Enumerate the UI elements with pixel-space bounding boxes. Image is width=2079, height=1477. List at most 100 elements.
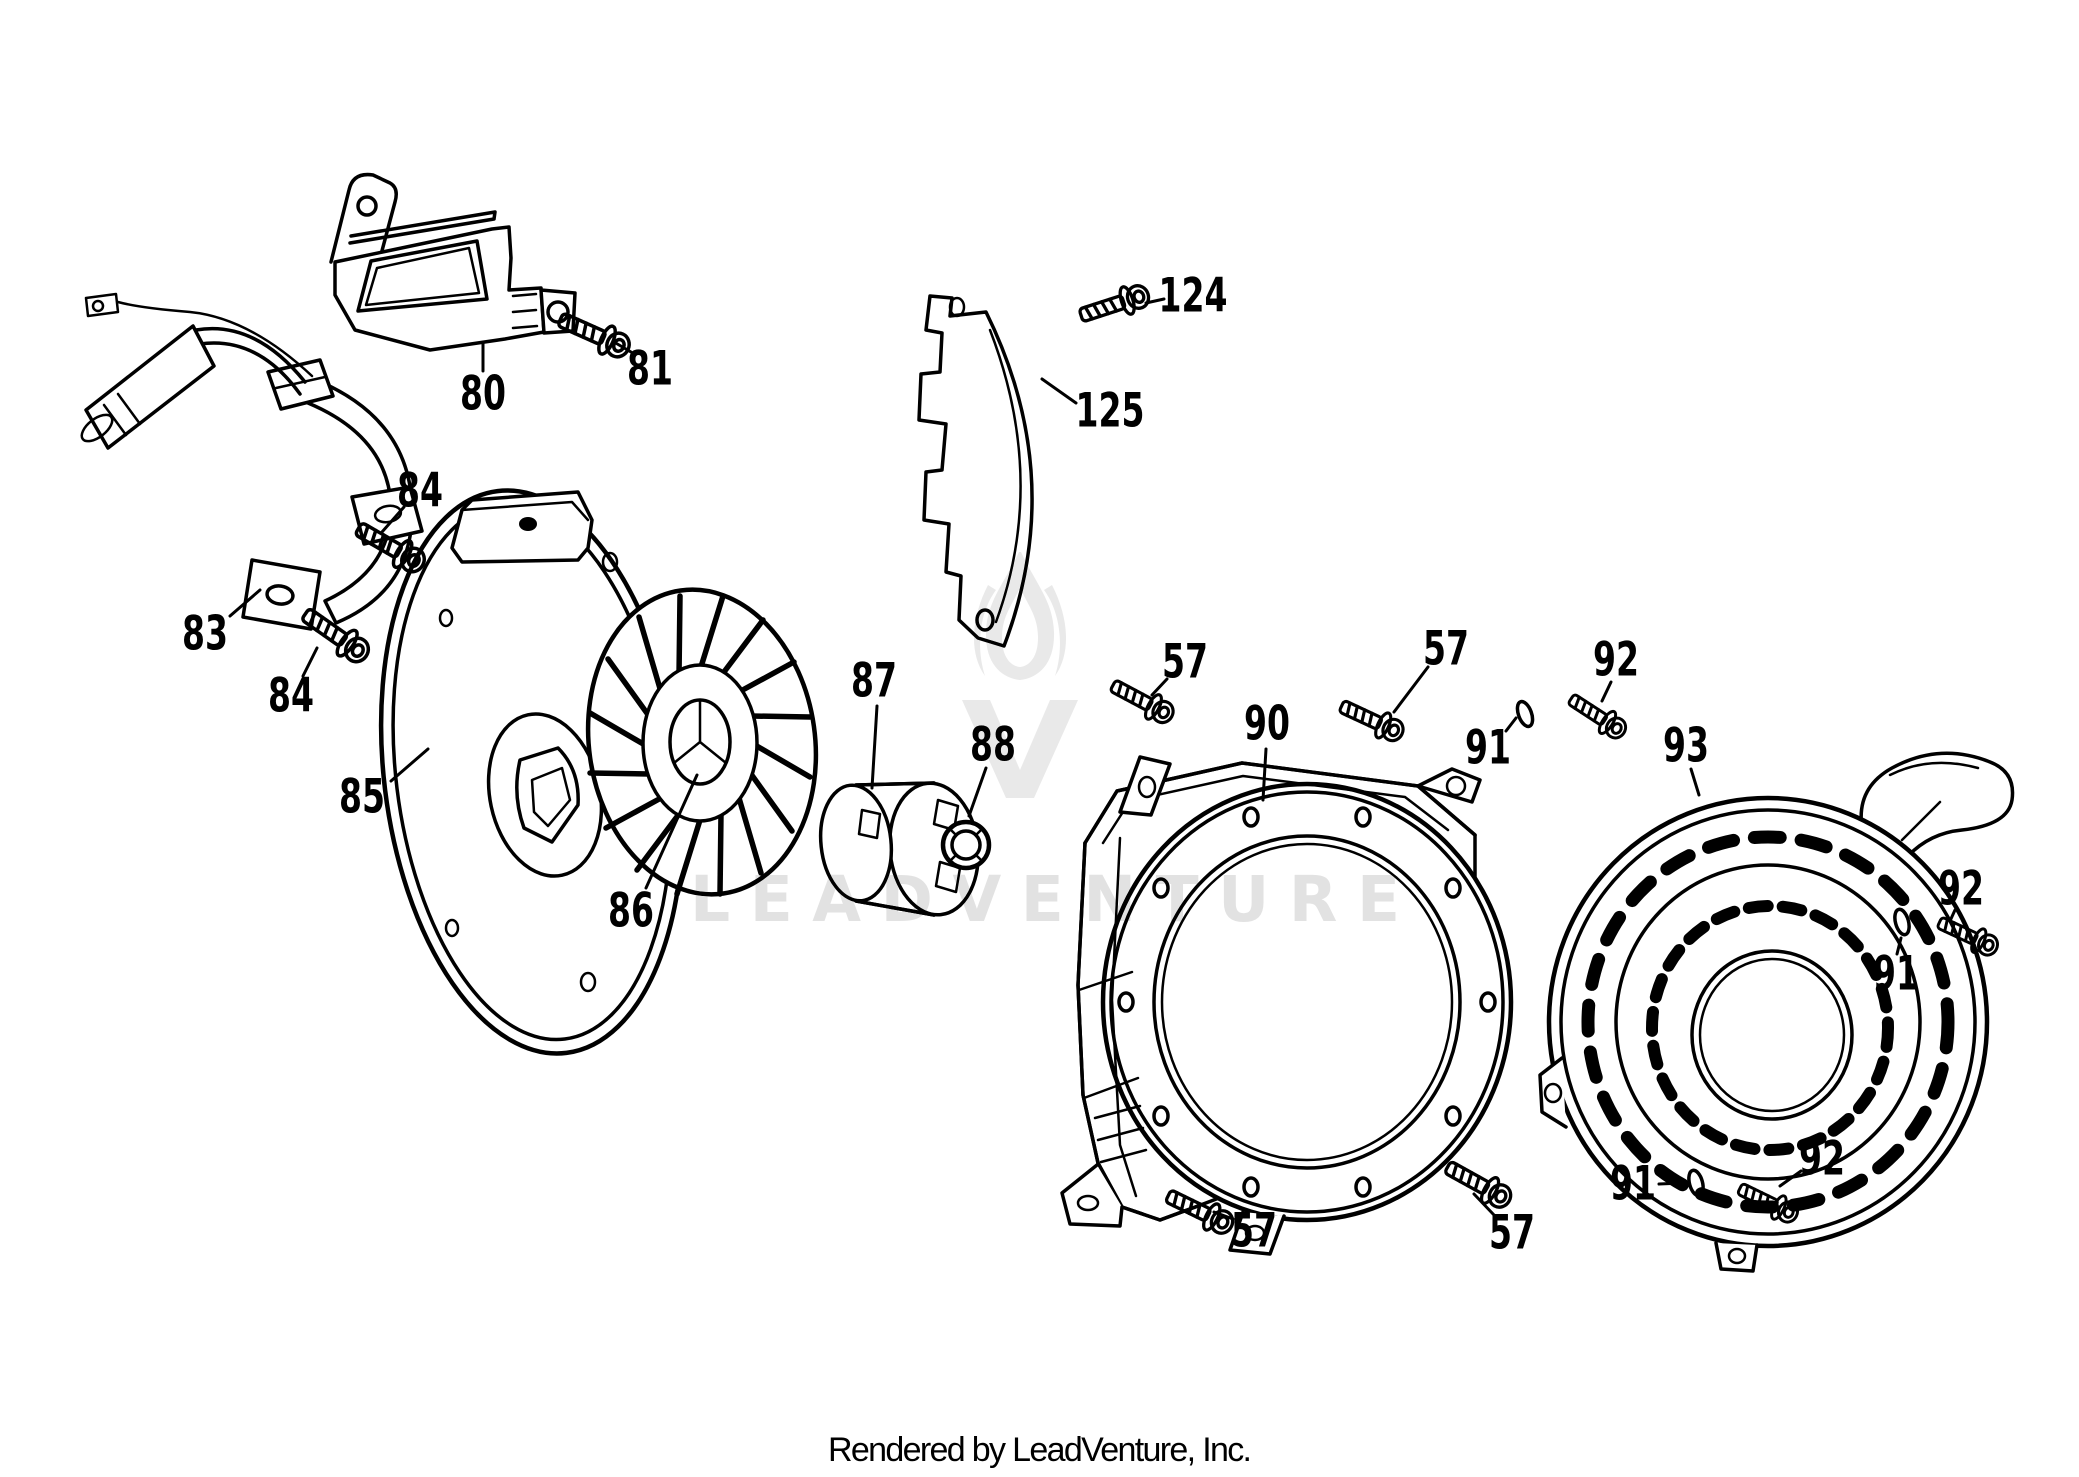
callout-125-22[interactable]: 125 [1076,384,1145,439]
watermark-v-icon [962,700,1078,798]
callout-57-12[interactable]: 57 [1231,1204,1277,1259]
callout-leader-57-11 [1392,665,1430,714]
boot-ribs [102,392,142,437]
footer-credit: Rendered by LeadVenture, Inc. [828,1431,1252,1469]
recoil-tab-left [1538,1056,1568,1129]
callout-91-16[interactable]: 91 [1610,1157,1656,1212]
recoil-tab-bottom [1714,1241,1759,1273]
rim-hole-1 [601,551,619,573]
housing-foot-center-hole [1244,1224,1266,1242]
boot-tip [80,413,114,443]
callout-leader-125-22 [1040,377,1078,405]
callout-92-19[interactable]: 92 [1799,1132,1845,1187]
callout-90-9[interactable]: 90 [1244,697,1290,752]
terminal-hole [91,299,105,313]
callout-leader-92-17 [1600,680,1613,703]
callout-leader-124-21 [1144,297,1166,305]
callout-leader-57-12 [1212,1210,1235,1221]
callout-leader-85-5 [389,747,430,783]
bracket-top-strip [348,210,497,245]
callout-84-4[interactable]: 84 [268,669,314,724]
housing-roof [1083,761,1477,845]
hub-keyway [530,766,572,828]
bracket-80-drawing [329,172,577,352]
callout-leader-57-13 [1472,1192,1496,1217]
housing-opening-outer [1152,834,1462,1170]
housing-left-body [1076,841,1200,1222]
fan-hub-spokes [672,698,728,765]
recoil-vent-slots-inner [1646,900,1894,1156]
watermark-text: LEADVENTURE [690,863,1400,936]
callout-93-20[interactable]: 93 [1663,719,1709,774]
callout-leader-91-15 [1895,936,1903,956]
shield-top-hole [948,296,966,318]
coil-connector-block [266,358,335,411]
callout-91-15[interactable]: 91 [1873,947,1919,1002]
callout-leader-83-2 [228,588,262,618]
callout-leader-86-6 [644,773,699,890]
callout-leader-84-3 [380,505,406,534]
flywheel-85-drawing [378,488,686,1056]
shield-125-drawing [917,294,1034,648]
housing-vents [1093,1104,1148,1164]
callout-leader-93-20 [1689,767,1701,797]
spark-plug-wire [194,326,307,396]
callout-57-11[interactable]: 57 [1423,622,1469,677]
ignition-coil-83-drawing [80,292,424,631]
fan-86-drawing [585,587,819,897]
housing-ear [1416,767,1482,804]
watermark-flame-petal-right [1044,585,1067,676]
callout-leader-91-14 [1504,716,1518,733]
housing-foot-center [1228,1210,1286,1256]
housing-contours [1077,836,1140,1198]
callout-leader-57-10 [1150,677,1169,697]
magnet-block-dot [519,517,537,531]
bracket-arm [329,172,398,264]
callout-92-17[interactable]: 92 [1593,633,1639,688]
callout-124-21[interactable]: 124 [1159,269,1228,324]
housing-roof-inner [1101,774,1450,845]
watermark-flame-cutout [1002,590,1038,667]
coil-band [306,378,414,625]
callout-86-6[interactable]: 86 [608,884,654,939]
callout-92-18[interactable]: 92 [1938,862,1984,917]
recoil-tab-left-hole [1543,1082,1563,1104]
recoil-starter-93-drawing [1538,751,2015,1273]
housing-top-tab-hole [1137,775,1157,799]
callout-85-5[interactable]: 85 [339,770,385,825]
callout-leader-88-8 [967,766,988,818]
bolt-81 [552,303,636,365]
callout-81-1[interactable]: 81 [627,342,673,397]
callout-84-3[interactable]: 84 [397,464,443,519]
kill-wire [116,300,314,378]
housing-ear-hole [1445,775,1467,797]
flange-nut-88-drawing [940,819,992,871]
housing-foot-left-hole [1076,1194,1100,1212]
recoil-face-ring [1614,863,1922,1181]
callout-83-2[interactable]: 83 [182,607,228,662]
screw-57-b [1334,692,1410,748]
callout-87-7[interactable]: 87 [851,654,897,709]
magnet-block-top [460,500,590,522]
bracket-cutout-inner [364,246,481,307]
diagram-line-art [80,172,2015,1273]
bracket-hinge-ribs [511,292,539,330]
bolt-92-a [1562,686,1633,746]
callout-leader-92-19 [1778,1169,1803,1188]
callout-80-0[interactable]: 80 [460,367,506,422]
recoil-tab-bottom-hole [1727,1247,1747,1265]
callout-91-14[interactable]: 91 [1465,721,1511,776]
bracket-cutout-outer [356,239,489,313]
callout-57-10[interactable]: 57 [1162,635,1208,690]
rim-hole-3 [444,918,460,938]
bracket-arm-hole [356,195,378,217]
rim-hole-2 [438,608,454,628]
callout-leader-92-18 [1948,908,1957,923]
coil-connector-line [274,375,327,390]
callout-57-13[interactable]: 57 [1489,1206,1535,1261]
recoil-vent-slots-outer [1581,830,1955,1214]
coil-mount-hole [265,584,295,606]
housing-opening-inner [1160,842,1454,1162]
